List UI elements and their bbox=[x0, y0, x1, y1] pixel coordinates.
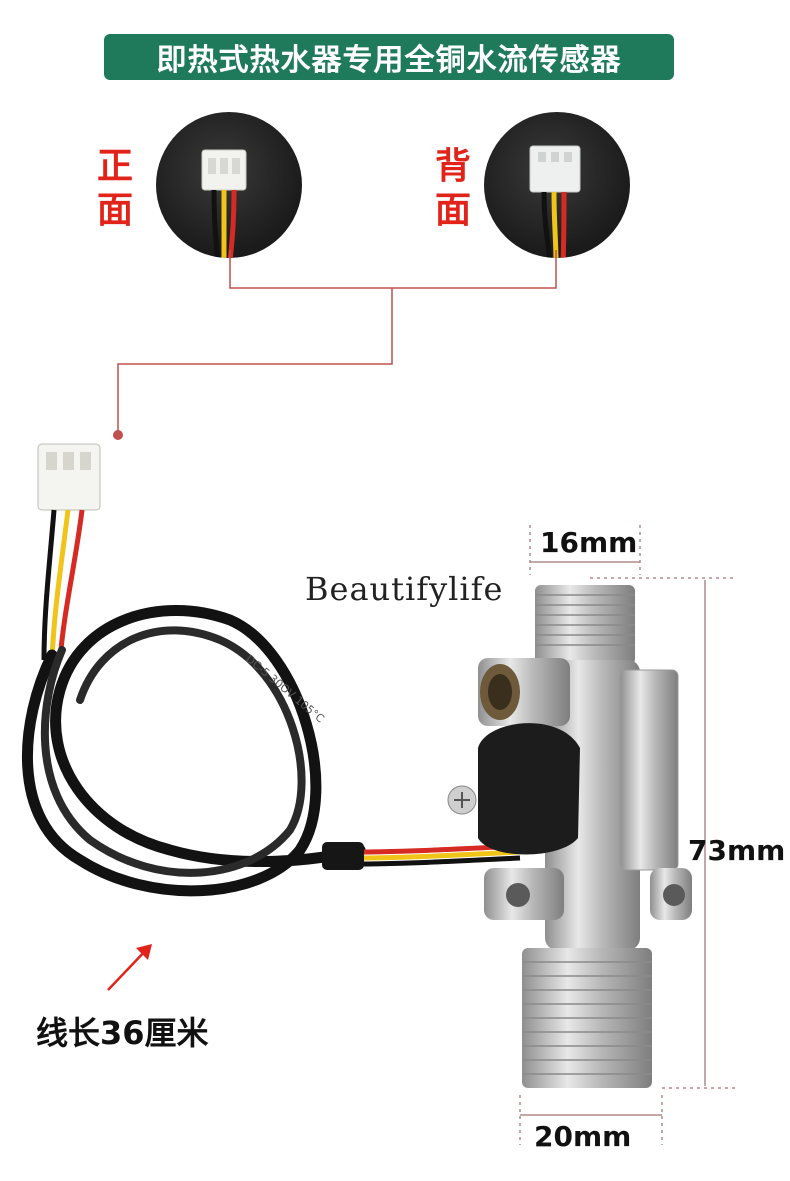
page-title: 即热式热水器专用全铜水流传感器 bbox=[156, 43, 622, 78]
back-label: 背 面 bbox=[433, 145, 473, 233]
title-banner: 即热式热水器专用全铜水流传感器 bbox=[104, 34, 674, 80]
cable-length-label: 线长36厘米 bbox=[36, 1014, 209, 1052]
connector-dot bbox=[113, 430, 123, 440]
front-connector-photo bbox=[156, 112, 302, 258]
back-label-line1: 背 bbox=[434, 146, 471, 187]
front-connector-icon bbox=[201, 149, 247, 258]
front-label-line1: 正 bbox=[96, 146, 133, 187]
back-connector-photo bbox=[484, 112, 630, 258]
top-width-label: 16mm bbox=[540, 526, 638, 559]
cable-sleeve bbox=[322, 842, 364, 870]
bottom-width-label: 20mm bbox=[534, 1120, 632, 1153]
arrow-icon bbox=[107, 944, 152, 991]
dimension-lines bbox=[519, 525, 735, 1145]
front-label-line2: 面 bbox=[96, 190, 133, 231]
cable-loop bbox=[21, 605, 366, 897]
front-label: 正 面 bbox=[95, 145, 135, 233]
cable-plug-icon bbox=[37, 443, 101, 511]
connector-lines bbox=[117, 250, 557, 432]
brand-watermark: Beautifylife bbox=[305, 570, 504, 608]
back-connector-icon bbox=[529, 145, 581, 258]
height-label: 73mm bbox=[688, 834, 786, 867]
back-label-line2: 面 bbox=[434, 190, 471, 231]
dimension-lines-solid bbox=[520, 561, 706, 1116]
sensor-body-icon bbox=[447, 585, 692, 1088]
